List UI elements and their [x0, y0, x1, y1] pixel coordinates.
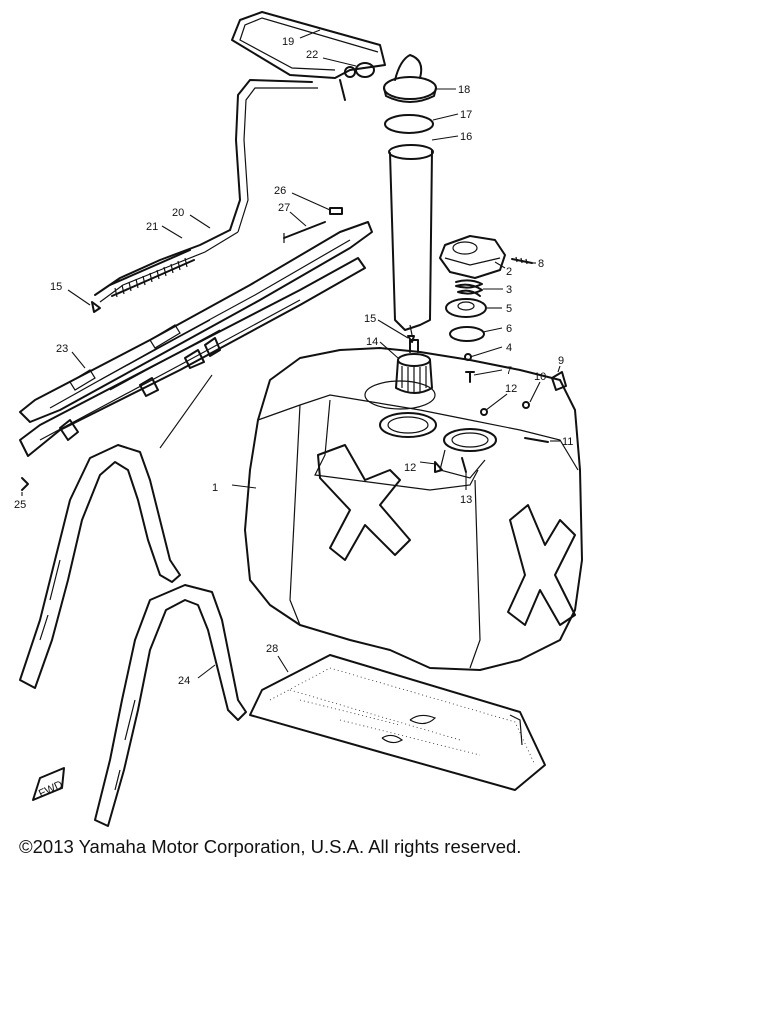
label-16: 16 — [460, 131, 472, 143]
label-11: 11 — [562, 436, 573, 448]
callout-numbers: 1 2 3 4 5 6 7 8 9 10 11 12 12 13 14 15 1… — [14, 36, 573, 687]
nut-26 — [329, 207, 343, 215]
nut-15 — [91, 301, 101, 313]
label-13: 13 — [460, 494, 472, 506]
nut-12b — [434, 461, 443, 473]
label-21: 21 — [146, 221, 158, 233]
valve-plate — [445, 298, 487, 318]
nut-25 — [21, 477, 29, 491]
bolt-11 — [524, 437, 549, 443]
label-10: 10 — [534, 371, 546, 383]
label-3: 3 — [506, 284, 512, 296]
label-26: 26 — [274, 185, 286, 197]
screw-8 — [511, 256, 533, 265]
vent-pipe — [229, 11, 386, 233]
screw-15b — [407, 335, 415, 343]
label-4: 4 — [506, 342, 512, 354]
label-25: 25 — [14, 499, 26, 511]
fuel-tank — [244, 347, 583, 671]
parts-diagram: FWD 1 2 3 — [14, 11, 583, 827]
leader-lines — [21, 29, 561, 679]
label-5: 5 — [506, 303, 512, 315]
copyright-notice: ©2013 Yamaha Motor Corporation, U.S.A. A… — [19, 836, 522, 857]
label-17: 17 — [460, 109, 472, 121]
label-23: 23 — [56, 343, 68, 355]
label-12a: 12 — [505, 383, 517, 395]
fuel-tank-exploded-view: FWD 1 2 3 — [14, 11, 583, 827]
label-9: 9 — [558, 355, 564, 367]
screw-7 — [465, 371, 475, 383]
vent-hose — [94, 229, 239, 303]
bolt-13 — [461, 457, 467, 473]
fwd-arrow-icon: FWD — [32, 767, 65, 801]
label-27: 27 — [278, 202, 290, 214]
tank-band-upper — [19, 221, 373, 423]
label-19: 19 — [282, 36, 294, 48]
filter-tube — [388, 144, 434, 336]
label-18: 18 — [458, 84, 470, 96]
tank-cap — [383, 54, 437, 103]
label-20: 20 — [172, 207, 184, 219]
label-15a: 15 — [50, 281, 62, 293]
label-22: 22 — [306, 49, 318, 61]
spring — [455, 279, 483, 297]
label-15b: 15 — [364, 313, 376, 325]
label-14: 14 — [366, 336, 378, 348]
o-ring — [384, 114, 434, 134]
coil-spring — [109, 249, 195, 298]
label-1: 1 — [212, 482, 218, 494]
bolt-27 — [283, 221, 326, 243]
tank-mat — [249, 654, 546, 791]
label-7: 7 — [506, 365, 512, 377]
washer-10 — [522, 401, 530, 409]
bracket-9 — [551, 371, 567, 391]
label-8: 8 — [538, 258, 544, 270]
fuel-strainer — [395, 339, 433, 394]
label-28: 28 — [266, 643, 278, 655]
nut-12 — [480, 408, 488, 416]
tank-band-lower — [19, 257, 366, 457]
label-6: 6 — [506, 323, 512, 335]
label-12b: 12 — [404, 462, 416, 474]
label-2: 2 — [506, 266, 512, 278]
label-24: 24 — [178, 675, 190, 687]
strap-rear — [19, 444, 181, 689]
svg-text:FWD: FWD — [37, 779, 65, 800]
fuel-cock-body — [439, 235, 506, 279]
hose-clip — [344, 62, 375, 78]
gasket — [449, 326, 485, 342]
strap-front — [94, 584, 247, 827]
